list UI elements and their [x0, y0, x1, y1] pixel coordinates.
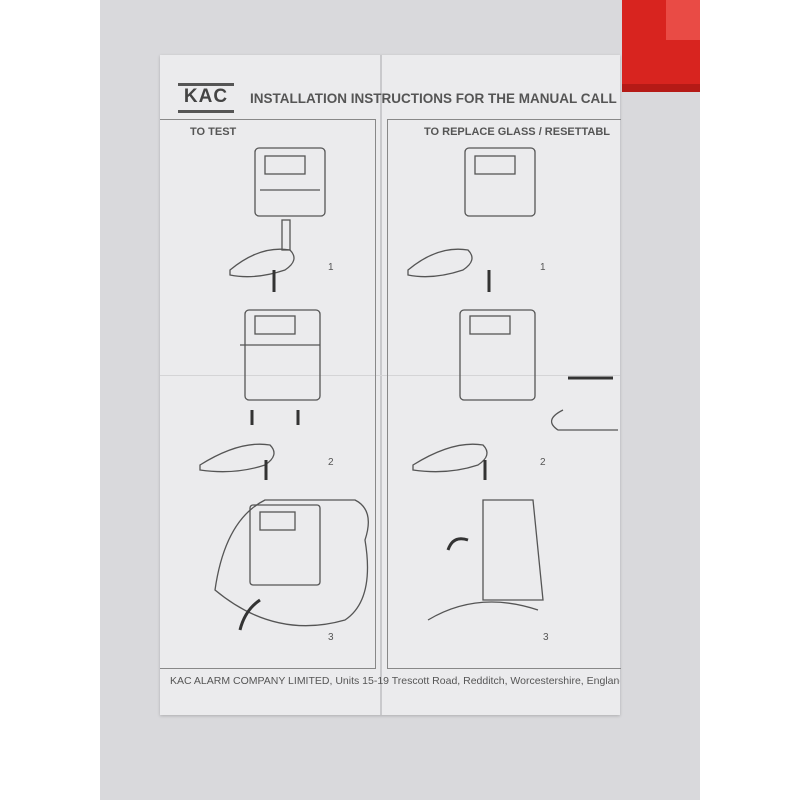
paper-fold-horizontal: [160, 375, 620, 376]
arrow-curved-icon: [238, 598, 261, 631]
panel-heading: TO REPLACE GLASS / RESETTABL: [424, 126, 610, 138]
red-call-point-device: [622, 0, 700, 92]
arrow-curved-icon: [446, 537, 469, 551]
step-number: 2: [540, 457, 546, 468]
step-number: 3: [543, 632, 549, 643]
call-point-illustration: [249, 504, 321, 586]
company-footer: KAC ALARM COMPANY LIMITED, Units 15-19 T…: [170, 675, 620, 687]
call-point-open-illustration: [482, 499, 544, 601]
call-point-illustration: [459, 309, 536, 401]
step-number: 2: [328, 457, 334, 468]
call-point-illustration: [464, 147, 536, 217]
paper-fold: [380, 55, 382, 715]
hand-illustration: [407, 248, 473, 278]
sheet-title: INSTALLATION INSTRUCTIONS FOR THE MANUAL…: [250, 91, 620, 106]
replace-glass-illustrations: 1 2 3: [407, 147, 618, 643]
kac-logo: KAC: [178, 83, 234, 113]
background-left: [0, 0, 100, 800]
call-point-illustration: [254, 147, 326, 217]
test-illustrations: 1 2 3: [199, 147, 369, 643]
step-number: 1: [328, 262, 334, 273]
step-number: 1: [540, 262, 546, 273]
step-number: 3: [328, 632, 334, 643]
panel-heading: TO TEST: [190, 126, 237, 138]
hand-illustration: [229, 248, 295, 278]
panel-to-test: TO TEST: [160, 119, 376, 669]
instruction-sheet: KAC INSTALLATION INSTRUCTIONS FOR THE MA…: [160, 55, 621, 715]
hand-illustration: [214, 499, 369, 627]
hand-illustration: [412, 443, 488, 473]
hand-illustration: [199, 443, 275, 473]
panel-replace-glass: TO REPLACE GLASS / RESETTABL 1 2: [387, 119, 621, 669]
hand-illustration: [427, 601, 539, 621]
background-right: [700, 0, 800, 800]
call-point-illustration: [244, 309, 321, 401]
